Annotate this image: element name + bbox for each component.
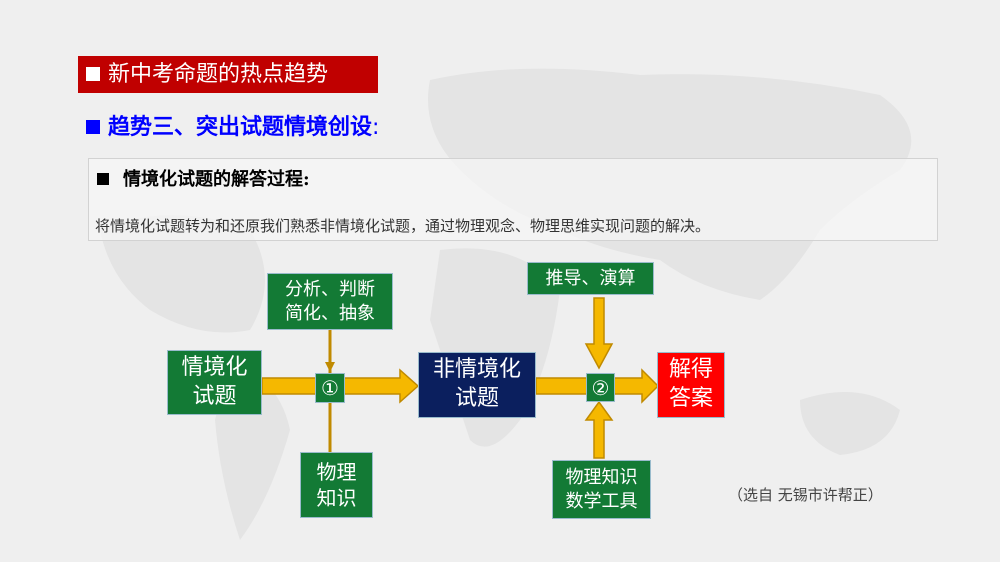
- square-bullet-icon: [86, 67, 100, 81]
- knowledge-tools-box: 物理知识数学工具: [552, 460, 651, 519]
- situational-question-box: 情境化试题: [167, 350, 262, 415]
- heading-colon: :: [372, 115, 380, 140]
- answer-box: 解得答案: [657, 352, 725, 418]
- section-title: 新中考命题的热点趋势: [78, 56, 378, 93]
- panel-subtitle-text: 情境化试题的解答过程:: [123, 169, 310, 190]
- panel-description: 将情境化试题转为和还原我们熟悉非情境化试题，通过物理观念、物理思维实现问题的解决…: [95, 217, 711, 235]
- process-panel: 情境化试题的解答过程: 将情境化试题转为和还原我们熟悉非情境化试题，通过物理观念…: [88, 158, 938, 241]
- source-caption: （选自 无锡市许帮正）: [728, 486, 883, 504]
- arrow-down: [584, 297, 614, 370]
- derivation-box: 推导、演算: [527, 262, 654, 295]
- arrow-up: [584, 400, 614, 459]
- analysis-box: 分析、判断简化、抽象: [267, 273, 393, 330]
- square-bullet-icon: [97, 173, 109, 185]
- section-title-text: 新中考命题的热点趋势: [108, 62, 329, 87]
- non-situational-question-box: 非情境化试题: [418, 352, 536, 418]
- trend-heading-text: 趋势三、突出试题情境创设: [108, 115, 373, 140]
- trend-heading: 趋势三、突出试题情境创设:: [86, 112, 379, 144]
- step1-marker: ①: [315, 373, 345, 403]
- panel-subtitle: 情境化试题的解答过程:: [97, 165, 310, 191]
- step2-marker: ②: [586, 373, 615, 402]
- square-bullet-icon: [86, 120, 100, 134]
- physics-knowledge-box: 物理知识: [300, 452, 373, 518]
